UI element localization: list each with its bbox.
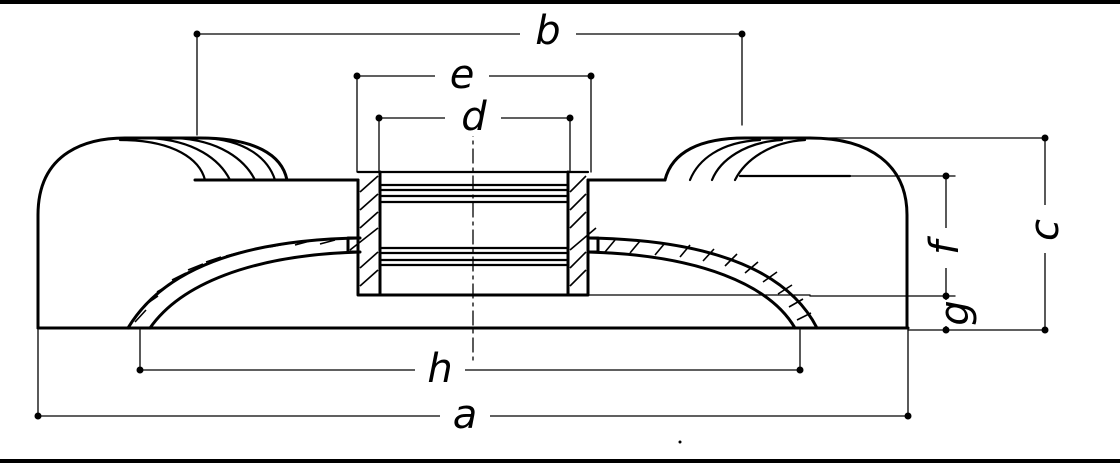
dimension-f — [809, 172, 956, 300]
dimension-h — [136, 329, 804, 374]
label-b: b — [535, 8, 560, 54]
label-a: a — [453, 392, 478, 438]
left-top-stripes — [118, 136, 277, 182]
hub — [346, 170, 600, 297]
dome-hatch-right — [604, 239, 812, 321]
label-e: e — [450, 52, 475, 98]
dimension-b — [193, 30, 746, 136]
label-h: h — [427, 346, 452, 392]
label-g: g — [932, 300, 978, 325]
label-d: d — [461, 94, 487, 140]
dome-hatch-left — [134, 239, 336, 323]
label-c: c — [1022, 219, 1068, 241]
speck — [678, 440, 682, 444]
hub-hatch — [349, 175, 597, 287]
right-top-stripes — [688, 138, 807, 182]
frame-top — [0, 0, 1120, 4]
frame-bottom — [0, 459, 1120, 463]
dome-shell — [126, 236, 819, 330]
dimension-c — [809, 134, 1049, 334]
